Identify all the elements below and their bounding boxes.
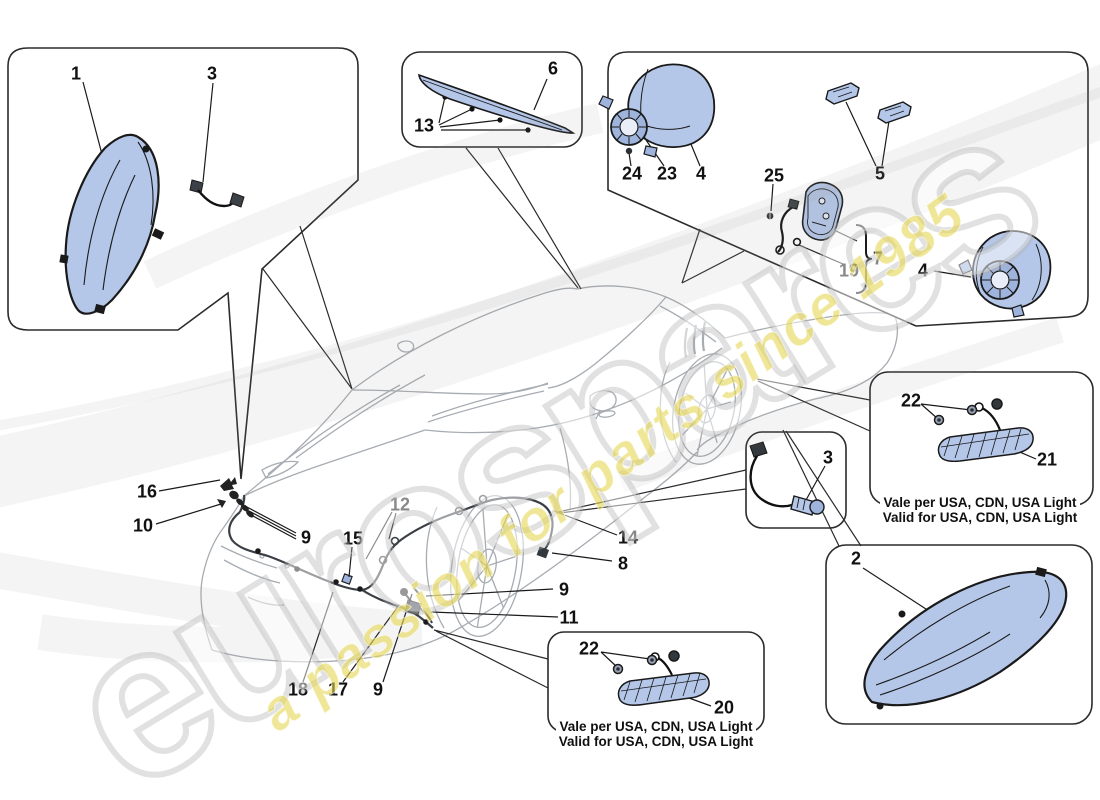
brace-7 (855, 224, 873, 294)
clip-10 (217, 499, 226, 508)
box-taillight-group (607, 51, 1089, 327)
callout-20: 20 (713, 697, 735, 718)
callout-15: 15 (342, 528, 364, 549)
callout-3: 3 (822, 447, 834, 468)
callout-18: 18 (287, 679, 309, 700)
arrow-clip-16 (220, 477, 237, 491)
box-headlight-1 (7, 47, 359, 480)
callout-10: 10 (132, 515, 154, 536)
callout-4: 4 (917, 260, 929, 281)
usa-note-bottom-line1: Vale per USA, CDN, USA Light (556, 719, 756, 734)
front-connector-cluster (217, 477, 254, 518)
callout-9: 9 (372, 679, 384, 700)
car-sketch (200, 285, 898, 663)
callout-24: 24 (621, 163, 643, 184)
mirror-right (397, 340, 415, 353)
harness-clips (255, 548, 429, 625)
part-bracket-7 (801, 181, 844, 241)
callout-8: 8 (617, 553, 629, 574)
part-headlight-1 (59, 133, 165, 315)
callout-5: 5 (874, 163, 886, 184)
rear-wheel (672, 353, 742, 465)
callout-3: 3 (206, 63, 218, 84)
callout-25: 25 (763, 165, 785, 186)
callout-1: 1 (70, 63, 82, 84)
part-screw-25 (766, 212, 774, 220)
callout-22: 22 (900, 390, 922, 411)
callout-22: 22 (578, 638, 600, 659)
callout-21: 21 (1036, 449, 1058, 470)
part-cable-19 (775, 198, 802, 255)
mirror-left (589, 389, 617, 420)
screws-22a (933, 404, 978, 426)
usa-note-right: Vale per USA, CDN, USA Light Valid for U… (856, 495, 1100, 525)
callout-13: 13 (413, 115, 435, 136)
callout-12: 12 (389, 494, 411, 515)
part-taillight-4b (958, 230, 1052, 318)
callout-9: 9 (300, 527, 312, 548)
clip-15 (341, 573, 353, 585)
screw-24 (625, 147, 633, 155)
callout-19: 19 (838, 260, 860, 281)
callout-4: 4 (695, 163, 707, 184)
part-clips-5 (825, 82, 912, 124)
part-cable-3a (189, 179, 245, 208)
callout-17: 17 (327, 679, 349, 700)
callout-23: 23 (656, 163, 678, 184)
callout-7: 7 (872, 248, 884, 269)
screws-22b (612, 654, 658, 675)
usa-note-bottom: Vale per USA, CDN, USA Light Valid for U… (532, 719, 780, 749)
callout-16: 16 (136, 481, 158, 502)
callout-2: 2 (850, 548, 862, 569)
usa-note-bottom-line2: Valid for USA, CDN, USA Light (555, 734, 757, 749)
box-pointer-lines (262, 147, 871, 689)
part-headlight-2 (863, 566, 1068, 710)
part-cable-3b (749, 441, 825, 516)
front-wheel (450, 495, 524, 637)
usa-note-right-line2: Valid for USA, CDN, USA Light (879, 510, 1081, 525)
callout-9: 9 (558, 579, 570, 600)
part-trim-strip-6 (418, 73, 576, 134)
part-taillight-4a (598, 63, 716, 158)
callout-14: 14 (617, 527, 639, 548)
part-marker-21 (933, 398, 1034, 463)
part-marker-20 (612, 650, 710, 706)
harness-rings (378, 494, 488, 565)
usa-note-right-line1: Vale per USA, CDN, USA Light (880, 495, 1080, 510)
callout-6: 6 (547, 58, 559, 79)
callout-11: 11 (559, 607, 579, 628)
